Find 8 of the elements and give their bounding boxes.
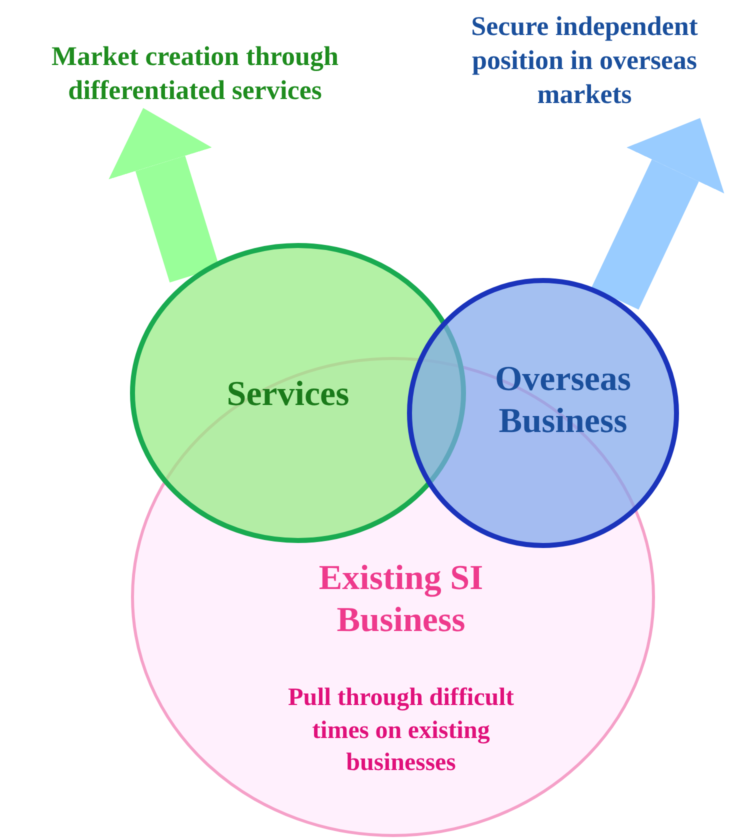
circle-title: Overseas Business [494, 358, 632, 442]
block-arrow [108, 108, 220, 282]
description-text: Pull through difficult times on existing businesses [287, 683, 515, 778]
circle-title: Existing SI Business [318, 557, 484, 641]
goal-text: Secure independent position in overseas markets [470, 10, 699, 110]
circle-title: Services [226, 373, 350, 415]
block-arrow [592, 118, 724, 310]
goal-text: Market creation through differentiated services [50, 40, 340, 107]
